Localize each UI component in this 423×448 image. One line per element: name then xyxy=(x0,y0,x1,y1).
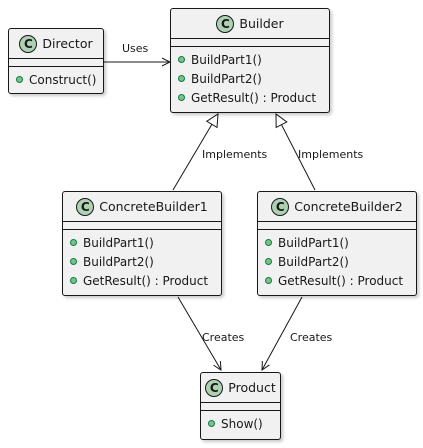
public-method-icon xyxy=(70,239,77,246)
public-method-icon xyxy=(178,56,185,63)
method-label: BuildPart2() xyxy=(83,254,154,269)
method-label: GetResult() : Product xyxy=(83,273,209,288)
public-method-icon xyxy=(208,420,215,427)
class-header: C Builder xyxy=(171,9,329,38)
method-row: GetResult() : Product xyxy=(178,88,329,107)
method-label: BuildPart1() xyxy=(83,235,154,250)
creates-label-2: Creates xyxy=(290,331,333,344)
method-row: BuildPart1() xyxy=(265,233,416,252)
attributes-compartment xyxy=(201,402,280,410)
method-row: GetResult() : Product xyxy=(70,271,221,290)
class-header: C Director xyxy=(9,29,103,58)
method-label: BuildPart2() xyxy=(278,254,349,269)
method-label: BuildPart1() xyxy=(191,52,262,67)
implements-label-2: Implements xyxy=(298,148,364,161)
class-name: Builder xyxy=(239,16,284,31)
method-label: Show() xyxy=(221,416,263,431)
public-method-icon xyxy=(178,75,185,82)
method-label: GetResult() : Product xyxy=(191,90,317,105)
method-label: BuildPart2() xyxy=(191,71,262,86)
class-product[interactable]: C Product Show() xyxy=(200,372,281,440)
class-header: C ConcreteBuilder1 xyxy=(63,192,221,221)
method-row: BuildPart1() xyxy=(178,50,329,69)
class-name: Product xyxy=(228,380,276,395)
method-row: BuildPart2() xyxy=(178,69,329,88)
public-method-icon xyxy=(265,277,272,284)
methods-compartment: BuildPart1() BuildPart2() GetResult() : … xyxy=(63,229,221,293)
public-method-icon xyxy=(70,258,77,265)
methods-compartment: BuildPart1() BuildPart2() GetResult() : … xyxy=(171,46,329,110)
method-row: BuildPart1() xyxy=(70,233,221,252)
creates-connector-1 xyxy=(177,296,221,370)
method-row: BuildPart2() xyxy=(265,252,416,271)
public-method-icon xyxy=(178,94,185,101)
method-row: Show() xyxy=(208,414,280,433)
uses-label: Uses xyxy=(122,42,149,55)
implements-connector-1 xyxy=(172,114,218,191)
method-row: BuildPart2() xyxy=(70,252,221,271)
method-label: BuildPart1() xyxy=(278,235,349,250)
class-header: C ConcreteBuilder2 xyxy=(258,192,416,221)
public-method-icon xyxy=(265,239,272,246)
class-badge-icon: C xyxy=(19,34,38,53)
class-badge-icon: C xyxy=(216,14,235,33)
implements-label-1: Implements xyxy=(202,148,268,161)
attributes-compartment xyxy=(171,38,329,46)
class-builder[interactable]: C Builder BuildPart1() BuildPart2() GetR… xyxy=(170,8,330,113)
class-header: C Product xyxy=(201,373,280,402)
public-method-icon xyxy=(16,76,23,83)
methods-compartment: BuildPart1() BuildPart2() GetResult() : … xyxy=(258,229,416,293)
method-row: GetResult() : Product xyxy=(265,271,416,290)
method-label: Construct() xyxy=(29,72,97,87)
creates-label-1: Creates xyxy=(202,331,245,344)
class-name: Director xyxy=(42,36,93,51)
class-badge-icon: C xyxy=(76,197,95,216)
class-badge-icon: C xyxy=(205,378,224,397)
methods-compartment: Show() xyxy=(201,410,280,436)
class-badge-icon: C xyxy=(271,197,290,216)
class-concretebuilder2[interactable]: C ConcreteBuilder2 BuildPart1() BuildPar… xyxy=(257,191,417,296)
attributes-compartment xyxy=(63,221,221,229)
attributes-compartment xyxy=(9,58,103,66)
implements-connector-2 xyxy=(276,114,316,191)
class-director[interactable]: C Director Construct() xyxy=(8,28,104,94)
method-row: Construct() xyxy=(16,70,103,89)
class-name: ConcreteBuilder1 xyxy=(99,199,208,214)
public-method-icon xyxy=(265,258,272,265)
class-concretebuilder1[interactable]: C ConcreteBuilder1 BuildPart1() BuildPar… xyxy=(62,191,222,296)
public-method-icon xyxy=(70,277,77,284)
creates-connector-2 xyxy=(262,296,303,370)
class-name: ConcreteBuilder2 xyxy=(294,199,403,214)
method-label: GetResult() : Product xyxy=(278,273,404,288)
methods-compartment: Construct() xyxy=(9,66,103,92)
attributes-compartment xyxy=(258,221,416,229)
